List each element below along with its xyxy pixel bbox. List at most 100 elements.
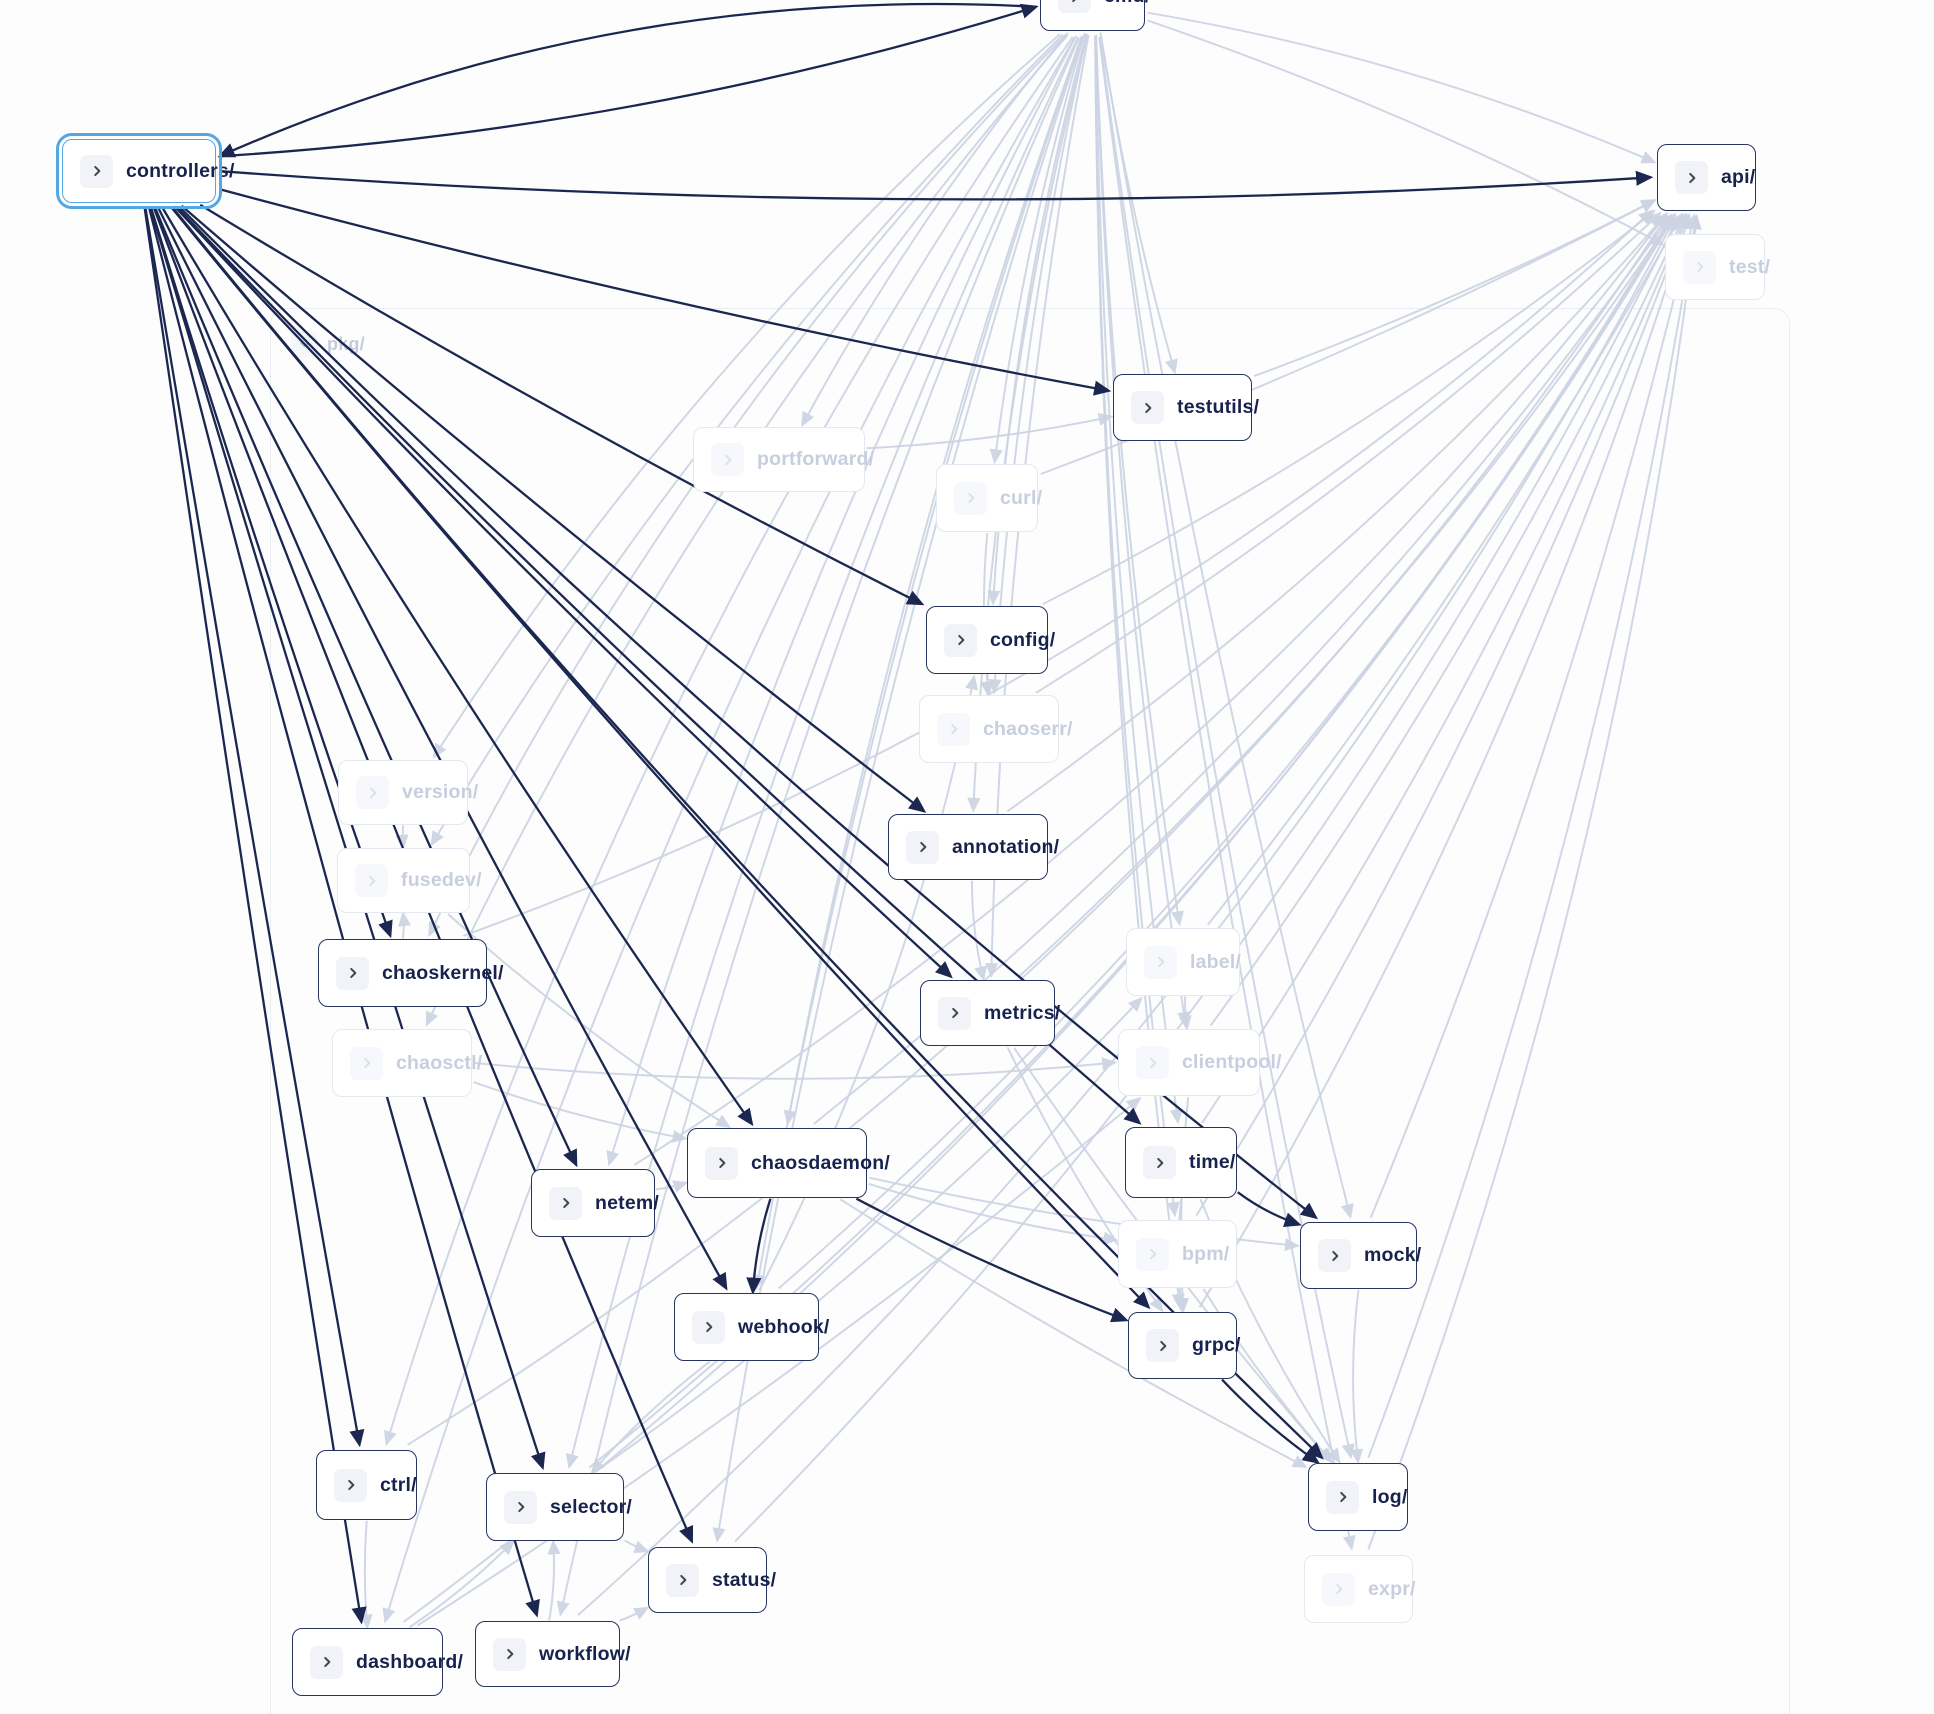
node-chaoskernel[interactable]: chaoskernel/: [318, 939, 503, 1007]
edge-controllers-selector: [149, 207, 546, 1471]
edge-chaoskernel-fusedev: [397, 911, 412, 939]
edge-expr-api: [1367, 214, 1702, 1550]
chevron-right-icon: [355, 864, 388, 897]
node-label: grpc/: [1192, 1334, 1241, 1356]
node-ctrl[interactable]: ctrl/: [316, 1450, 417, 1520]
node-expr[interactable]: expr/: [1304, 1555, 1416, 1623]
edge-chaosdaemon-log: [839, 1198, 1308, 1468]
node-grpc[interactable]: grpc/: [1128, 1312, 1240, 1379]
edge-cmd-chaosctl: [425, 34, 1069, 1027]
edge-controllers-cmd: [219, 3, 1039, 158]
node-version[interactable]: version/: [338, 760, 478, 825]
node-label: metrics/: [984, 1001, 1061, 1024]
node-mock[interactable]: mock/: [1300, 1222, 1421, 1289]
edge-chaosctl-clientpool: [475, 1057, 1118, 1080]
edge-controllers-webhook: [157, 207, 728, 1291]
node-workflow[interactable]: workflow/: [475, 1621, 631, 1687]
edge-controllers-annotation: [180, 204, 927, 813]
edge-grpc-log: [1221, 1378, 1321, 1464]
node-label: status/: [712, 1568, 777, 1591]
edge-cmd-test: [1147, 19, 1665, 246]
edge-cmd-fusedev: [430, 33, 1064, 847]
node-label: expr/: [1368, 1577, 1416, 1600]
edge-label-api: [1207, 212, 1684, 926]
chevron-right-icon: [336, 956, 369, 990]
edge-cmd-chaoserr: [988, 33, 1089, 695]
chevron-right-icon: [504, 1490, 537, 1524]
node-label: chaoskernel/: [382, 961, 504, 984]
node-label: webhook/: [738, 1315, 830, 1338]
node-label: curl/: [1000, 486, 1043, 509]
edge-chaosdaemon-grpc: [855, 1197, 1129, 1323]
chevron-right-icon: [1144, 945, 1177, 979]
node-log[interactable]: log/: [1308, 1463, 1408, 1531]
edge-selector-label: [596, 996, 1143, 1472]
node-bpm[interactable]: bpm/: [1118, 1220, 1237, 1288]
edge-annotation-metrics: [970, 880, 987, 982]
edge-selector-status: [624, 1539, 650, 1554]
edge-chaosdaemon-mock: [869, 1176, 1300, 1252]
node-time[interactable]: time/: [1125, 1127, 1237, 1198]
edge-cmd-api: [1147, 11, 1657, 164]
node-test[interactable]: test/: [1665, 234, 1770, 300]
node-label: annotation/: [952, 835, 1060, 858]
edge-controllers-netem: [153, 206, 578, 1168]
edge-cmd-netem: [606, 35, 1078, 1167]
edge-controllers-chaoskernel: [149, 205, 393, 939]
node-annotation[interactable]: annotation/: [888, 814, 1059, 880]
edge-time-mock: [1237, 1191, 1302, 1228]
node-status[interactable]: status/: [648, 1547, 776, 1613]
node-testutils[interactable]: testutils/: [1113, 374, 1259, 441]
edge-cmd-controllers: [217, 2, 1037, 158]
chevron-right-icon: [1683, 250, 1716, 284]
chevron-right-icon: [938, 996, 971, 1030]
edge-ctrl-api: [407, 214, 1669, 1446]
edge-bpm-log: [1202, 1288, 1334, 1464]
chevron-right-icon: [1058, 0, 1091, 13]
edge-webhook-selector: [590, 1360, 711, 1474]
node-metrics[interactable]: metrics/: [920, 980, 1060, 1046]
node-clientpool[interactable]: clientpool/: [1118, 1029, 1282, 1096]
chevron-right-icon: [310, 1645, 343, 1679]
chevron-right-icon: [692, 1310, 725, 1344]
edge-config-api: [1042, 209, 1656, 605]
edge-workflow-selector: [547, 1539, 561, 1621]
node-label: testutils/: [1177, 396, 1260, 418]
node-chaosdaemon[interactable]: chaosdaemon/: [687, 1128, 890, 1198]
node-chaosctl[interactable]: chaosctl/: [332, 1029, 482, 1097]
node-label: label/: [1190, 950, 1242, 973]
node-api[interactable]: api/: [1657, 144, 1756, 211]
chevron-right-icon: [1136, 1237, 1169, 1271]
node-label: fusedev/: [401, 869, 482, 891]
node-label[interactable]: label/: [1126, 928, 1242, 996]
node-label: clientpool/: [1182, 1051, 1282, 1073]
node-chaoserr[interactable]: chaoserr/: [919, 695, 1072, 763]
node-label: selector/: [550, 1495, 633, 1518]
node-label: version/: [402, 781, 479, 803]
edge-controllers-config: [199, 203, 925, 606]
node-netem[interactable]: netem/: [531, 1169, 659, 1237]
chevron-right-icon: [334, 1468, 367, 1502]
edge-chaosdaemon-webhook: [746, 1198, 772, 1295]
edge-cmd-clientpool: [1095, 35, 1191, 1027]
chevron-right-icon: [1143, 1146, 1176, 1179]
node-curl[interactable]: curl/: [936, 464, 1042, 532]
node-dashboard[interactable]: dashboard/: [292, 1628, 463, 1696]
edge-netem-api: [633, 213, 1668, 1166]
node-fusedev[interactable]: fusedev/: [337, 848, 482, 913]
node-label: controllers/: [126, 159, 235, 182]
edge-time-api: [1201, 212, 1688, 1124]
node-controllers[interactable]: controllers/: [56, 133, 234, 209]
node-webhook[interactable]: webhook/: [674, 1293, 829, 1361]
node-portforward[interactable]: portforward/: [693, 427, 874, 492]
chevron-right-icon: [906, 830, 939, 864]
node-label: chaosctl/: [396, 1051, 483, 1074]
node-cmd[interactable]: cmd/: [1040, 0, 1150, 31]
node-config[interactable]: config/: [926, 606, 1055, 674]
edge-controllers-workflow: [148, 208, 540, 1618]
chevron-right-icon: [711, 443, 744, 476]
chevron-right-icon: [937, 712, 970, 746]
node-selector[interactable]: selector/: [486, 1473, 632, 1541]
edge-controllers-chaosdaemon: [161, 206, 754, 1127]
